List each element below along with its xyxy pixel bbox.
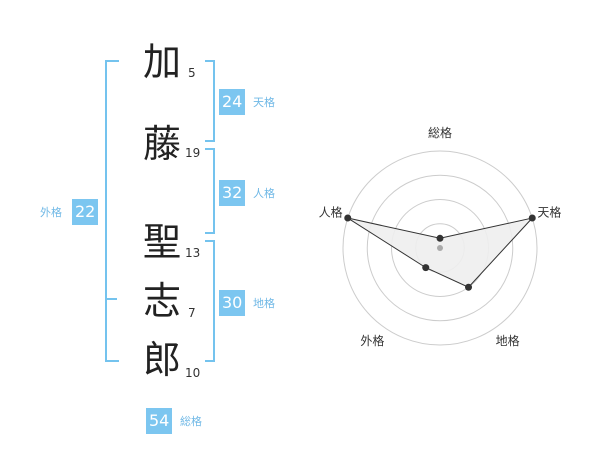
chikaku-value: 30 (219, 290, 246, 316)
soukaku-value: 54 (146, 408, 173, 434)
gaikaku-bracket-mid (105, 298, 117, 300)
stroke-count-1: 5 (188, 66, 196, 80)
name-char-5: 郎 (142, 338, 181, 382)
radar-point (422, 264, 430, 272)
radar-point (465, 283, 473, 291)
soukaku-label: 総格 (180, 415, 202, 428)
radar-ring (342, 150, 538, 346)
name-char-2: 藤 (142, 122, 181, 166)
jinkaku-label: 人格 (253, 187, 275, 200)
radar-axis-label: 地格 (496, 333, 520, 348)
jinkaku-value: 32 (219, 180, 246, 206)
radar-axis-label: 天格 (537, 204, 561, 219)
tenkaku-value: 24 (219, 89, 246, 115)
radar-ring (366, 174, 514, 322)
tenkaku-bracket (205, 60, 215, 142)
stroke-count-2: 19 (185, 146, 201, 160)
radar-point (344, 214, 352, 222)
name-char-3: 聖 (142, 220, 181, 264)
chikaku-label: 地格 (253, 297, 275, 310)
radar-axis-label: 総格 (428, 125, 452, 140)
gaikaku-label: 外格 (40, 206, 62, 219)
radar-point (528, 214, 536, 222)
radar-point (436, 234, 444, 242)
tenkaku-label: 天格 (253, 96, 275, 109)
radar-polygon (347, 217, 534, 288)
jinkaku-bracket (205, 148, 215, 234)
stroke-count-3: 13 (185, 246, 201, 260)
gaikaku-value: 22 (72, 199, 99, 225)
chikaku-bracket (205, 240, 215, 362)
name-char-4: 志 (142, 279, 181, 323)
radar-axis-label: 人格 (319, 204, 343, 219)
stroke-count-5: 10 (185, 366, 201, 380)
radar-center (437, 245, 443, 251)
name-char-1: 加 (142, 40, 181, 84)
stroke-count-4: 7 (188, 306, 196, 320)
radar-axis-label: 外格 (360, 333, 384, 348)
gaikaku-bracket (105, 60, 119, 362)
